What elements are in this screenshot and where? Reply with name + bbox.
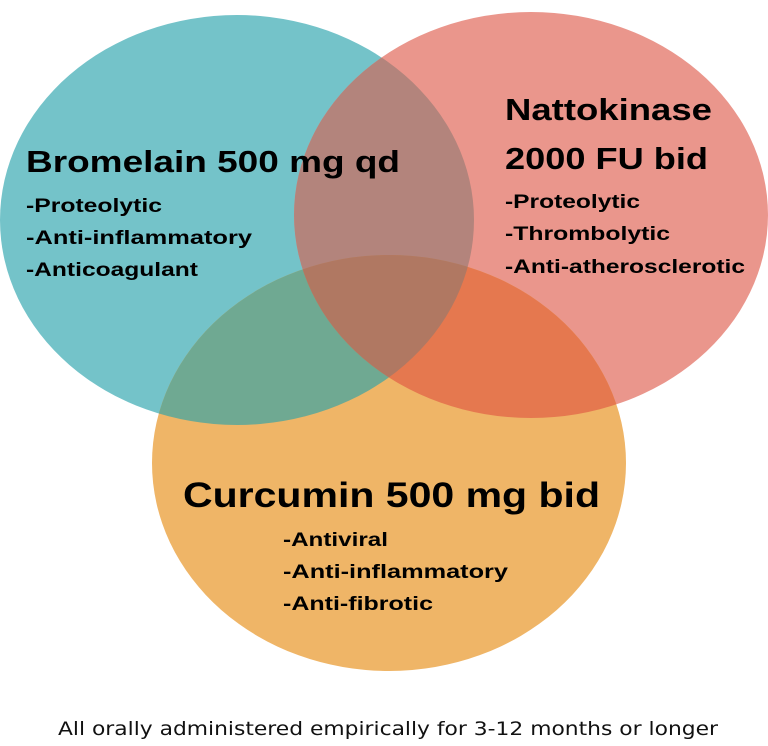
bromelain-item: -Anti-inflammatory	[26, 228, 253, 249]
bromelain-curcumin-overlap	[152, 255, 474, 425]
nattokinase-item: -Proteolytic	[505, 192, 641, 213]
nattokinase-item: -Thrombolytic	[505, 224, 671, 245]
curcumin-item: -Anti-inflammatory	[283, 562, 509, 583]
caption: All orally administered empirically for …	[58, 718, 718, 740]
curcumin-item: -Antiviral	[283, 530, 388, 551]
bromelain-title: Bromelain 500 mg qd	[26, 144, 400, 179]
curcumin-item: -Anti-fibrotic	[283, 594, 434, 615]
bromelain-item: -Anticoagulant	[26, 260, 199, 281]
bromelain-item: -Proteolytic	[26, 196, 163, 217]
curcumin-title: Curcumin 500 mg bid	[183, 476, 600, 515]
nattokinase-curcumin-overlap	[294, 255, 626, 418]
nattokinase-title-line2: 2000 FU bid	[505, 141, 708, 176]
nattokinase-title-line1: Nattokinase	[505, 92, 712, 127]
nattokinase-item: -Anti-atherosclerotic	[505, 257, 746, 278]
